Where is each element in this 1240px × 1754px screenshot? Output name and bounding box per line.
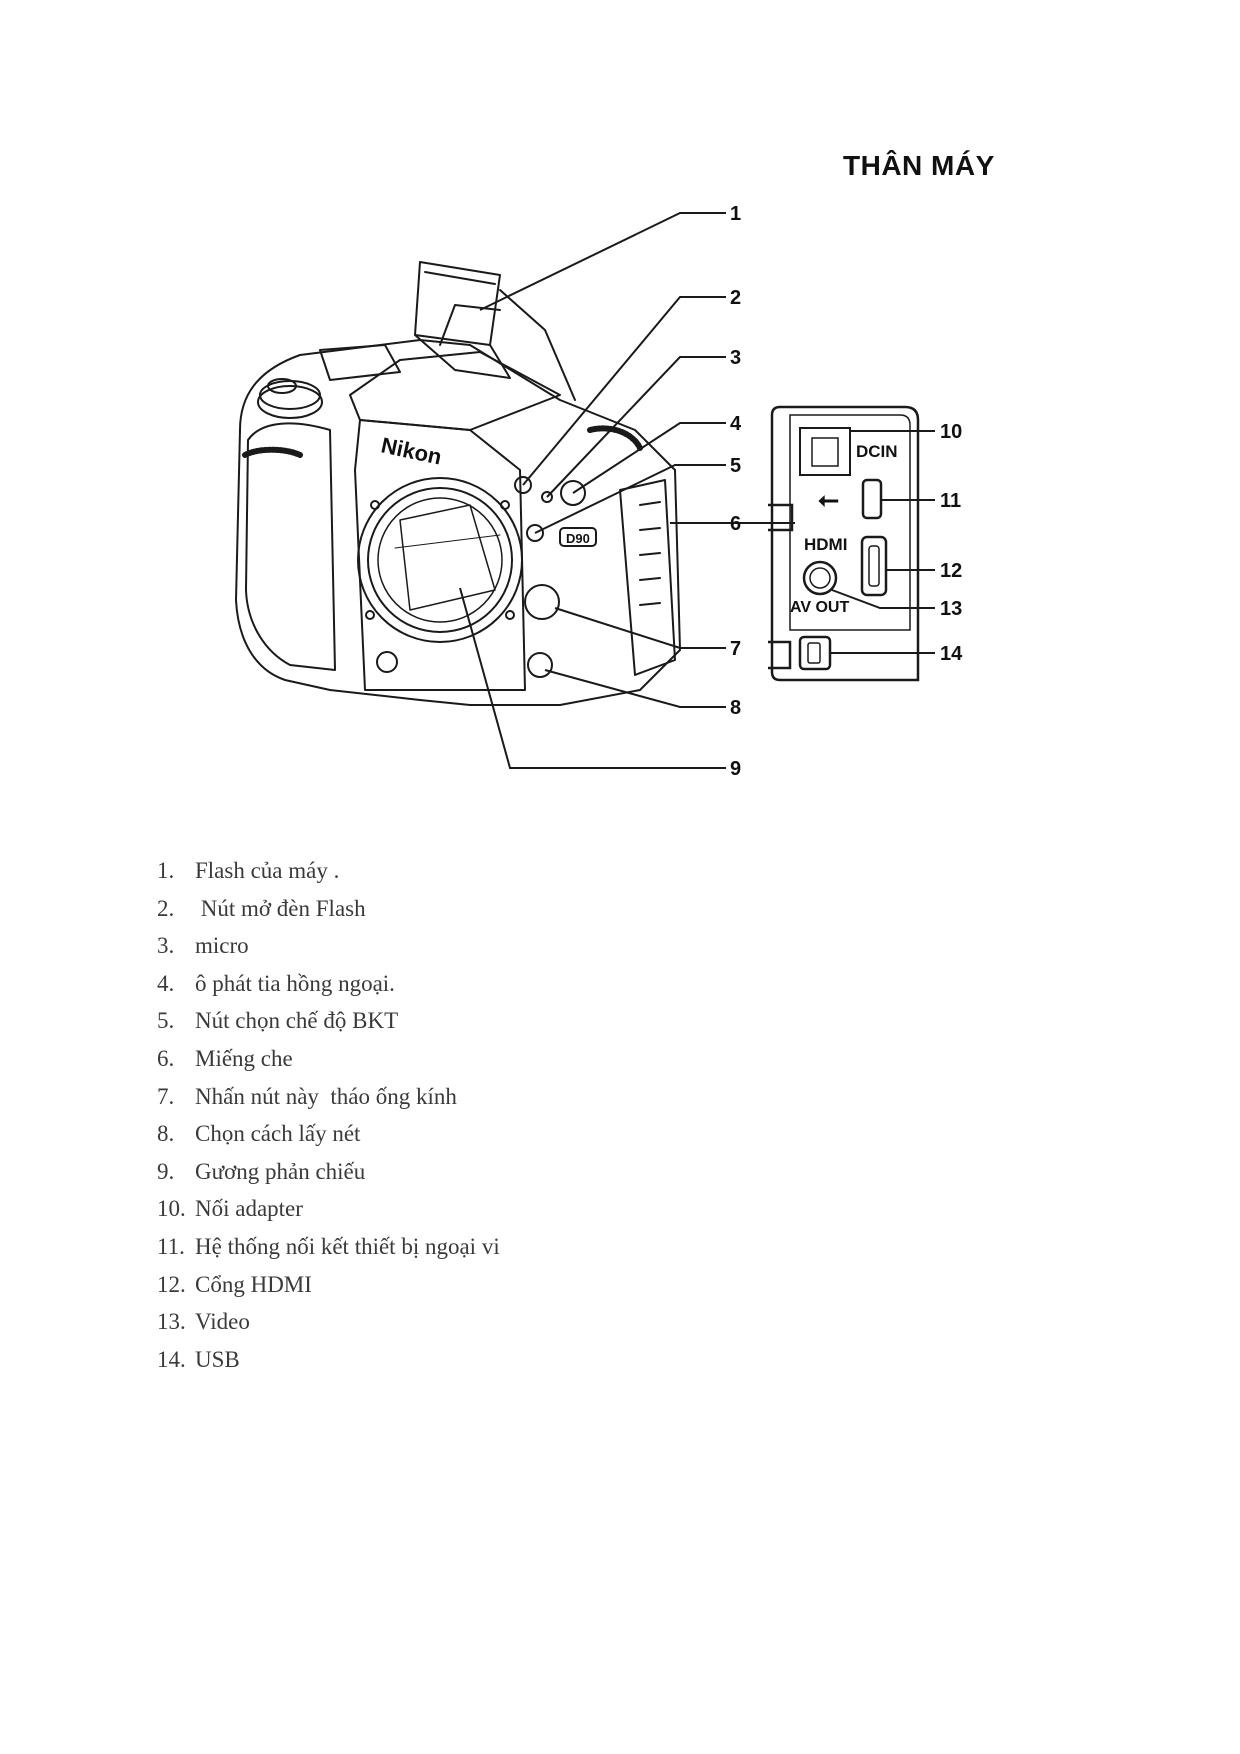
usb-cover-port	[798, 635, 832, 671]
microphone	[541, 491, 553, 503]
lens-mount	[357, 477, 523, 643]
mode-dial	[257, 385, 323, 419]
camera-body-outline	[235, 339, 681, 706]
dcin-label: DCIN	[856, 442, 898, 461]
legend-item: 14.USB	[157, 1346, 240, 1372]
callout-1: 1	[730, 203, 741, 225]
callout-5: 5	[730, 455, 741, 477]
legend-item: 6.Miếng che	[157, 1045, 293, 1071]
flash-button	[514, 476, 532, 494]
callout-4: 4	[730, 413, 742, 435]
callout-8: 8	[730, 697, 741, 719]
callout-12: 12	[940, 560, 962, 582]
camera-body-diagram: Nikon D90	[235, 203, 963, 780]
front-plate	[354, 419, 526, 691]
legend-item: 3.micro	[157, 933, 249, 959]
legend-item: 9.Gương phản chiếu	[157, 1158, 366, 1184]
legend-item: 2. Nút mở đèn Flash	[157, 895, 366, 921]
prism-housing	[349, 351, 561, 431]
callout-3: 3	[730, 347, 741, 369]
legend-item: 7.Nhấn nút này tháo ống kính	[157, 1083, 457, 1109]
parts-legend: 1.Flash của máy . 2. Nút mở đèn Flash 3.…	[157, 852, 500, 1378]
page-title: THÂN MÁY	[843, 150, 995, 181]
dcin-port	[799, 427, 851, 476]
brand-logo: Nikon	[379, 432, 444, 469]
legend-item: 10.Nối adapter	[157, 1196, 303, 1222]
command-dial	[242, 446, 303, 458]
focus-mode-selector	[527, 652, 553, 678]
callout-2: 2	[730, 287, 741, 309]
callout-11: 11	[940, 490, 961, 512]
hdmi-port	[860, 535, 888, 597]
model-badge	[559, 527, 597, 547]
popup-flash	[414, 261, 501, 346]
camera-grip	[245, 422, 336, 671]
lens-release-button	[524, 584, 560, 620]
hdmi-label: HDMI	[804, 535, 847, 554]
mirror	[399, 504, 496, 611]
callout-14: 14	[940, 643, 963, 665]
port-panel	[770, 405, 920, 682]
legend-item: 13.Video	[157, 1309, 250, 1335]
ir-receiver	[560, 480, 586, 506]
legend-item: 8.Chọn cách lấy nét	[157, 1121, 361, 1147]
legend-item: 4.ô phát tia hồng ngoại.	[157, 970, 395, 996]
callout-10: 10	[940, 421, 962, 443]
legend-item: 1.Flash của máy .	[157, 858, 340, 883]
connector-cover	[619, 479, 676, 676]
svg-text:D90: D90	[566, 531, 590, 546]
bkt-button	[526, 524, 544, 542]
av-out-label: AV OUT	[790, 599, 849, 616]
callout-6: 6	[730, 513, 741, 535]
legend-item: 11.Hệ thống nối kết thiết bị ngoại vi	[157, 1233, 500, 1259]
top-lcd	[319, 344, 401, 381]
usb-symbol-icon: ⭠	[818, 484, 839, 514]
callout-7: 7	[730, 638, 741, 660]
usb-port	[861, 478, 883, 520]
callout-9: 9	[730, 758, 741, 780]
legend-item: 5.Nút chọn chế độ BKT	[157, 1008, 399, 1034]
legend-item: 12.Cổng HDMI	[157, 1271, 312, 1297]
callout-13: 13	[940, 598, 962, 620]
av-out-port	[802, 560, 838, 596]
